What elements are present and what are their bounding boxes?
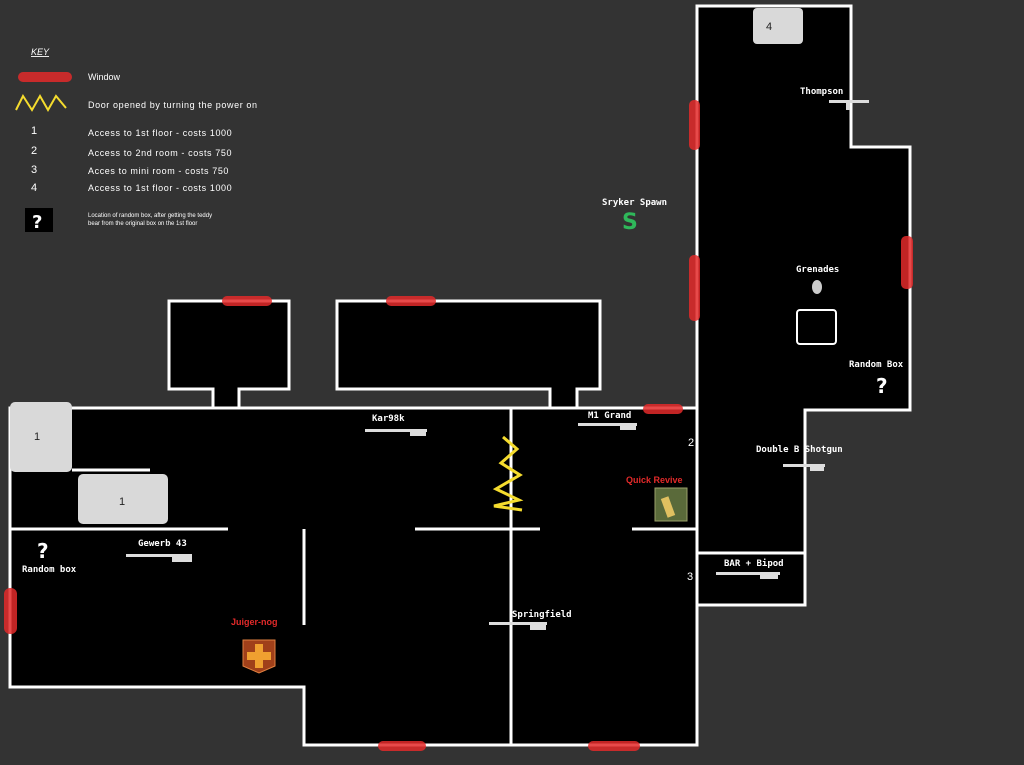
legend-num-2: 2 bbox=[31, 145, 37, 157]
shotgun-icon bbox=[783, 464, 825, 471]
power-door bbox=[492, 435, 524, 512]
room-right-tower bbox=[695, 4, 912, 607]
window-bottom-left bbox=[378, 741, 426, 751]
legend-text-3: Acces to mini room - costs 750 bbox=[88, 166, 229, 176]
legend-text-2: Access to 2nd room - costs 750 bbox=[88, 148, 232, 158]
bar-icon bbox=[716, 572, 780, 579]
legend-text-1: Access to 1st floor - costs 1000 bbox=[88, 128, 232, 138]
door-4-label: 4 bbox=[766, 21, 772, 33]
spawn-icon: S bbox=[622, 210, 638, 235]
m1-grand-label: M1 Grand bbox=[588, 411, 631, 421]
window-bottom-right bbox=[588, 741, 640, 751]
legend: KEY Window Door opened by turning the po… bbox=[15, 47, 258, 233]
springfield-label: Springfield bbox=[512, 609, 572, 620]
legend-door-label: Door opened by turning the power on bbox=[88, 100, 258, 110]
legend-random-box-icon bbox=[25, 208, 53, 232]
m1-grand-icon bbox=[578, 423, 637, 430]
window-tower-1 bbox=[689, 100, 700, 150]
window-top-mid bbox=[386, 296, 436, 306]
door-4 bbox=[753, 8, 803, 44]
door-2-label: 2 bbox=[688, 437, 694, 449]
springfield-icon bbox=[489, 622, 547, 630]
kar98k-icon bbox=[365, 429, 427, 436]
juggernog-icon bbox=[242, 639, 276, 674]
thompson-label: Thompson bbox=[800, 87, 843, 97]
grenades-label: Grenades bbox=[796, 265, 839, 275]
legend-random-box-text-2: bear from the original box on the 1st fl… bbox=[88, 221, 197, 227]
door-1-mid bbox=[78, 474, 168, 524]
quick-revive-label: Quick Revive bbox=[626, 475, 683, 485]
grenade-icon bbox=[812, 280, 822, 294]
legend-window-label: Window bbox=[88, 72, 121, 82]
doors: 1 1 4 2 3 bbox=[10, 8, 803, 583]
floor-plan bbox=[8, 4, 912, 747]
gewerb-icon bbox=[126, 554, 192, 562]
quick-revive-icon bbox=[654, 487, 688, 522]
legend-num-3: 3 bbox=[31, 164, 37, 176]
room-main bbox=[8, 406, 699, 747]
random-box-left-label: Random box bbox=[22, 565, 77, 575]
grenade-spot bbox=[796, 309, 837, 345]
windows bbox=[4, 100, 913, 751]
room-upper-left bbox=[167, 299, 291, 410]
window-tower-3 bbox=[901, 236, 913, 289]
random-box-right-label: Random Box bbox=[849, 360, 904, 370]
question-icon: ? bbox=[37, 539, 49, 563]
room-upper-mid bbox=[335, 299, 602, 410]
gewerb-label: Gewerb 43 bbox=[138, 539, 187, 549]
juiger-label: Juiger-nog bbox=[231, 617, 278, 627]
bar-bipod-label: BAR + Bipod bbox=[724, 558, 784, 569]
door-1-upper bbox=[10, 402, 72, 472]
door-1-upper-label: 1 bbox=[34, 431, 40, 443]
legend-num-1: 1 bbox=[31, 125, 37, 137]
double-b-label: Double B Shotgun bbox=[756, 445, 843, 455]
legend-num-4: 4 bbox=[31, 182, 37, 194]
spawn-label: Sryker Spawn bbox=[602, 198, 667, 208]
thompson-icon bbox=[829, 100, 869, 110]
legend-text-4: Access to 1st floor - costs 1000 bbox=[88, 183, 232, 193]
question-icon: ? bbox=[32, 212, 42, 233]
map-items: Thompson Grenades Random Box ? Kar98k M1… bbox=[22, 87, 904, 674]
question-icon: ? bbox=[876, 374, 888, 398]
legend-random-box-text-1: Location of random box, after getting th… bbox=[88, 213, 212, 219]
window-tower-2 bbox=[689, 255, 700, 321]
legend-title: KEY bbox=[31, 47, 50, 57]
door-1-mid-label: 1 bbox=[119, 496, 125, 508]
window-m1-area bbox=[643, 404, 683, 414]
window-left-wall bbox=[4, 588, 17, 634]
legend-door-swatch bbox=[15, 93, 67, 113]
legend-window-swatch bbox=[18, 72, 72, 82]
kar98k-label: Kar98k bbox=[372, 414, 405, 424]
window-top-left bbox=[222, 296, 272, 306]
door-3-label: 3 bbox=[687, 571, 693, 583]
